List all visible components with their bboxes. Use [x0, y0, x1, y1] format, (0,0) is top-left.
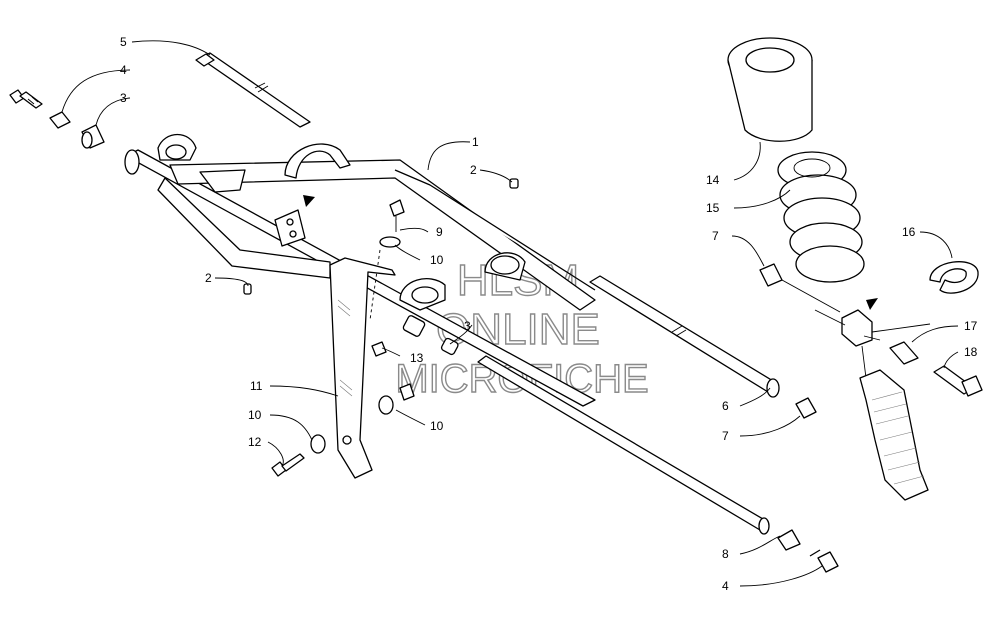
callout-16: 16 — [902, 225, 916, 239]
callout-5: 5 — [120, 35, 127, 49]
bushing-7-bottom — [795, 397, 817, 419]
grease-fitting-2-right — [509, 178, 519, 189]
shaft-8 — [477, 355, 770, 535]
callout-labels: 5 4 3 1 2 9 10 2 3 13 11 10 10 12 14 15 … — [120, 35, 978, 593]
callout-17: 17 — [964, 319, 978, 333]
callout-4-top: 4 — [120, 63, 127, 77]
callout-3-left: 3 — [120, 91, 127, 105]
snap-ring-16 — [929, 261, 979, 294]
callout-9: 9 — [436, 225, 443, 239]
coil-spring-15 — [777, 151, 865, 283]
callout-4-bottom: 4 — [722, 579, 729, 593]
callout-2-right: 2 — [470, 163, 477, 177]
washer-4-left — [49, 111, 71, 129]
drop-arm-11 — [329, 257, 396, 479]
washer-10-top — [379, 236, 401, 248]
shock-pointer-arrow-icon — [866, 298, 878, 310]
callout-6: 6 — [722, 399, 729, 413]
sleeve-17 — [889, 341, 919, 365]
bolt-4-left — [9, 89, 43, 109]
callout-2-left: 2 — [205, 271, 212, 285]
callout-15: 15 — [706, 201, 720, 215]
watermark: HLSM ONLINE MICROFICHE — [395, 255, 650, 401]
bushing-3-left — [81, 124, 105, 149]
callout-10-right: 10 — [430, 419, 444, 433]
bolt-9 — [389, 199, 405, 232]
callout-11: 11 — [250, 379, 263, 393]
callout-10-top: 10 — [430, 253, 444, 267]
shaft-5 — [195, 52, 311, 128]
shaft-6 — [589, 275, 780, 398]
washer-10-mid — [378, 395, 394, 415]
bolt-18 — [933, 365, 983, 397]
callout-3-mid: 3 — [464, 319, 471, 333]
washer-4-bottom — [777, 529, 801, 551]
bolt-4-bottom — [809, 549, 839, 573]
callout-14: 14 — [706, 173, 720, 187]
callout-13: 13 — [410, 351, 424, 365]
callout-7-top: 7 — [712, 229, 719, 243]
frame-pointer-arrow-icon — [303, 195, 315, 207]
nut-13 — [371, 341, 387, 357]
callout-12: 12 — [248, 435, 262, 449]
grease-fitting-2-left — [243, 283, 252, 295]
bump-stop-14 — [727, 37, 813, 142]
spacer — [399, 383, 415, 401]
shock-absorber — [841, 309, 929, 501]
bolt-12 — [271, 453, 305, 477]
washer-10-bottom — [310, 434, 326, 454]
callout-18: 18 — [964, 345, 978, 359]
callout-10-left: 10 — [248, 408, 262, 422]
bushing-7-top — [759, 263, 783, 287]
callout-1: 1 — [472, 135, 479, 149]
callout-8: 8 — [722, 547, 729, 561]
callout-7-bottom: 7 — [722, 429, 729, 443]
leader-lines — [61, 40, 959, 587]
